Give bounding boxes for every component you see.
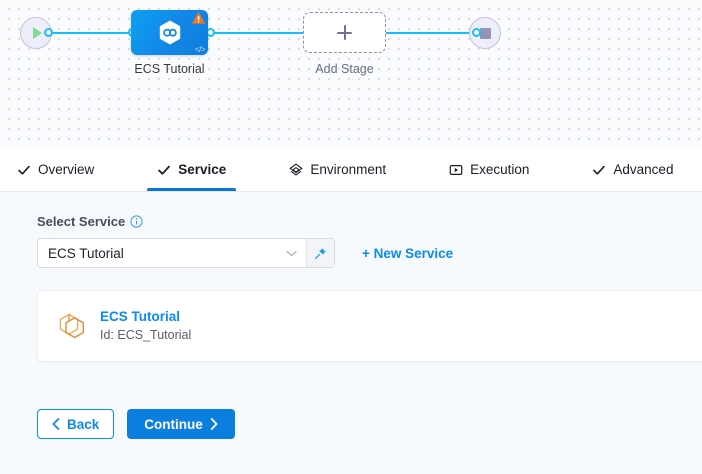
tab-environment[interactable]: Environment: [289, 148, 405, 191]
pin-icon: [315, 247, 326, 259]
tab-overview[interactable]: Overview: [17, 148, 113, 191]
service-hexagon-icon: [159, 20, 180, 44]
service-tab-panel: Select Service ECS Tutorial: [0, 192, 702, 474]
start-node[interactable]: [20, 17, 52, 49]
back-button-label: Back: [67, 416, 100, 432]
service-card-text: ECS Tutorial Id: ECS_Tutorial: [100, 308, 191, 343]
connector-start-to-stage: [38, 32, 134, 34]
chevron-left-icon: [52, 418, 60, 430]
stage-node-ecs-tutorial[interactable]: </>: [131, 10, 208, 55]
tab-environment-label: Environment: [310, 162, 387, 177]
back-button[interactable]: Back: [37, 409, 115, 439]
tab-overview-label: Overview: [38, 162, 95, 177]
service-card-name[interactable]: ECS Tutorial: [100, 309, 181, 325]
check-icon: [592, 163, 606, 177]
stage-config-tabs: Overview Service Environment: [0, 148, 702, 192]
tab-service[interactable]: Service: [147, 148, 245, 191]
check-icon: [17, 163, 31, 177]
select-service-label-row: Select Service: [37, 214, 702, 229]
cube-hexagon-icon: [59, 313, 84, 339]
stop-icon: [479, 27, 491, 39]
service-select-group: ECS Tutorial: [37, 238, 335, 268]
pipeline-canvas[interactable]: </> ECS Tutorial Add Stage: [0, 0, 702, 148]
play-square-icon: [449, 163, 463, 177]
wizard-footer-buttons: Back Continue: [37, 409, 702, 439]
tab-execution[interactable]: Execution: [449, 148, 548, 191]
add-stage-label: Add Stage: [315, 62, 374, 76]
tab-execution-label: Execution: [470, 162, 530, 177]
chevron-down-icon: [286, 250, 297, 256]
tab-advanced-label: Advanced: [613, 162, 674, 177]
service-select-input[interactable]: ECS Tutorial: [38, 239, 306, 267]
info-icon[interactable]: [130, 215, 143, 228]
pin-service-button[interactable]: [306, 239, 334, 267]
chevron-right-icon: [210, 418, 218, 430]
new-service-button[interactable]: + New Service: [362, 245, 454, 261]
end-node-port[interactable]: [472, 28, 481, 37]
start-node-port[interactable]: [44, 28, 53, 37]
tab-advanced[interactable]: Advanced: [592, 148, 692, 191]
service-summary-card[interactable]: ECS Tutorial Id: ECS_Tutorial: [37, 290, 702, 362]
check-icon: [157, 163, 171, 177]
layers-icon: [289, 163, 304, 177]
continue-button[interactable]: Continue: [127, 409, 235, 439]
connector-stage-to-add: [212, 32, 304, 34]
plus-icon-vertical: [343, 25, 346, 40]
select-service-label: Select Service: [37, 214, 126, 229]
stage-node-label: ECS Tutorial: [134, 62, 205, 76]
connector-add-to-end: [386, 32, 478, 34]
service-select-row: ECS Tutorial + New Service: [37, 238, 702, 268]
warning-triangle-icon: [191, 12, 206, 24]
play-icon: [33, 27, 42, 39]
add-stage-node[interactable]: [303, 12, 386, 53]
continue-button-label: Continue: [144, 416, 203, 432]
service-card-id: Id: ECS_Tutorial: [100, 327, 192, 342]
tab-service-label: Service: [178, 162, 227, 177]
code-brackets-icon: </>: [194, 45, 206, 54]
service-select-value: ECS Tutorial: [48, 245, 124, 261]
